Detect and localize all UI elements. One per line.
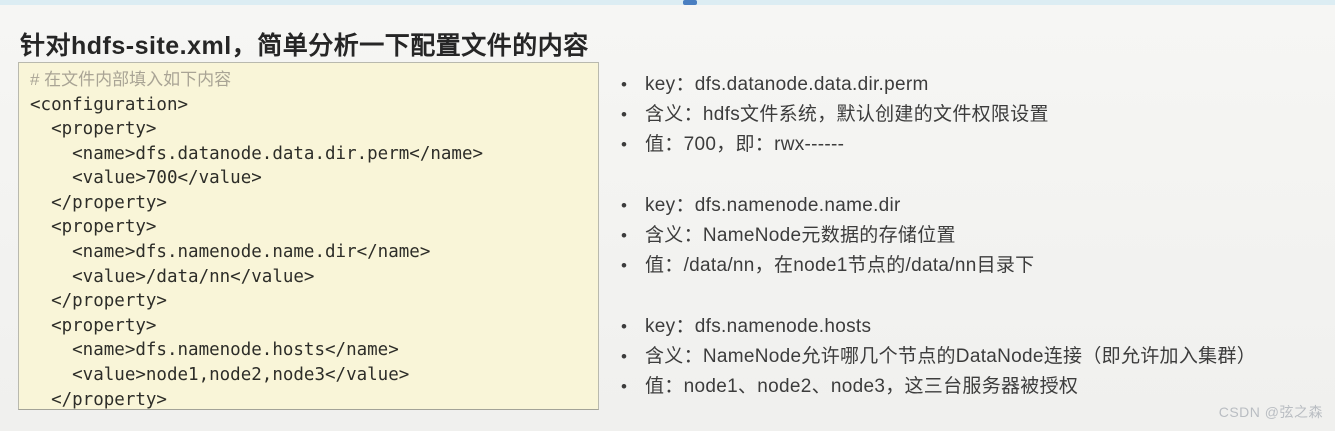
note-line: • 含义：hdfs文件系统，默认创建的文件权限设置 <box>621 100 1335 130</box>
code-line: <configuration> <box>30 94 189 115</box>
note-line: • 值：/data/nn，在node1节点的/data/nn目录下 <box>621 251 1335 281</box>
bullet-icon: • <box>621 75 627 94</box>
bullet-icon: • <box>621 377 627 396</box>
code-line: <property> <box>30 119 157 140</box>
bullet-icon: • <box>621 317 627 336</box>
code-line: <value>/data/nn</value> <box>30 266 315 287</box>
code-line: <value>node1,node2,node3</value> <box>30 365 410 386</box>
notes-column: • key：dfs.datanode.data.dir.perm • 含义：hdfs文… <box>621 70 1335 431</box>
note-line: • 值：700，即：rwx------ <box>621 130 1335 160</box>
code-line: <name>dfs.namenode.name.dir</name> <box>30 242 431 263</box>
bullet-icon: • <box>621 196 627 215</box>
code-lines: <configuration> <property> <name>dfs.dat… <box>30 93 588 413</box>
note-line: • 含义：NameNode元数据的存储位置 <box>621 221 1335 251</box>
code-line: </property> <box>30 192 167 213</box>
note-group: • key：dfs.namenode.hosts • 含义：NameNode允许哪几个… <box>621 312 1335 402</box>
note-line: • key：dfs.datanode.data.dir.perm <box>621 70 1335 100</box>
note-line: • 值：node1、node2、node3，这三台服务器被授权 <box>621 372 1335 402</box>
note-text: 值：node1、node2、node3，这三台服务器被授权 <box>645 376 1079 397</box>
watermark: CSDN @弦之森 <box>1218 404 1323 420</box>
note-text: key：dfs.namenode.name.dir <box>645 195 901 216</box>
bullet-icon: • <box>621 226 627 245</box>
code-line: <property> <box>30 315 157 336</box>
page-title: 针对hdfs-site.xml，简单分析一下配置文件的内容 <box>20 32 589 60</box>
code-line: <name>dfs.namenode.hosts</name> <box>30 340 399 361</box>
note-group: • key：dfs.namenode.name.dir • 含义：NameNode元数… <box>621 191 1335 281</box>
note-line: • 含义：NameNode允许哪几个节点的DataNode连接（即允许加入集群） <box>621 342 1335 372</box>
note-text: key：dfs.datanode.data.dir.perm <box>645 74 929 95</box>
note-line: • key：dfs.namenode.hosts <box>621 312 1335 342</box>
note-group: • key：dfs.datanode.data.dir.perm • 含义：hdfs文… <box>621 70 1335 160</box>
code-comment: # 在文件内部填入如下内容 <box>30 70 232 89</box>
progress-marker-icon[interactable] <box>683 0 697 5</box>
note-text: 值：/data/nn，在node1节点的/data/nn目录下 <box>645 255 1035 276</box>
code-line: <name>dfs.datanode.data.dir.perm</name> <box>30 143 484 164</box>
code-line: <value>700</value> <box>30 168 262 189</box>
note-text: 含义：hdfs文件系统，默认创建的文件权限设置 <box>645 104 1049 125</box>
note-text: 含义：NameNode元数据的存储位置 <box>645 225 956 246</box>
bullet-icon: • <box>621 105 627 124</box>
code-panel: # 在文件内部填入如下内容 <configuration> <property>… <box>18 62 599 410</box>
bullet-icon: • <box>621 135 627 154</box>
code-line: </property> <box>30 291 167 312</box>
code-line: <property> <box>30 217 157 238</box>
video-progress-strip[interactable] <box>0 0 1335 5</box>
bullet-icon: • <box>621 256 627 275</box>
note-text: 值：700，即：rwx------ <box>645 134 845 155</box>
note-text: key：dfs.namenode.hosts <box>645 316 872 337</box>
note-text: 含义：NameNode允许哪几个节点的DataNode连接（即允许加入集群） <box>645 346 1257 367</box>
note-line: • key：dfs.namenode.name.dir <box>621 191 1335 221</box>
code-line: </property> <box>30 389 167 410</box>
bullet-icon: • <box>621 347 627 366</box>
